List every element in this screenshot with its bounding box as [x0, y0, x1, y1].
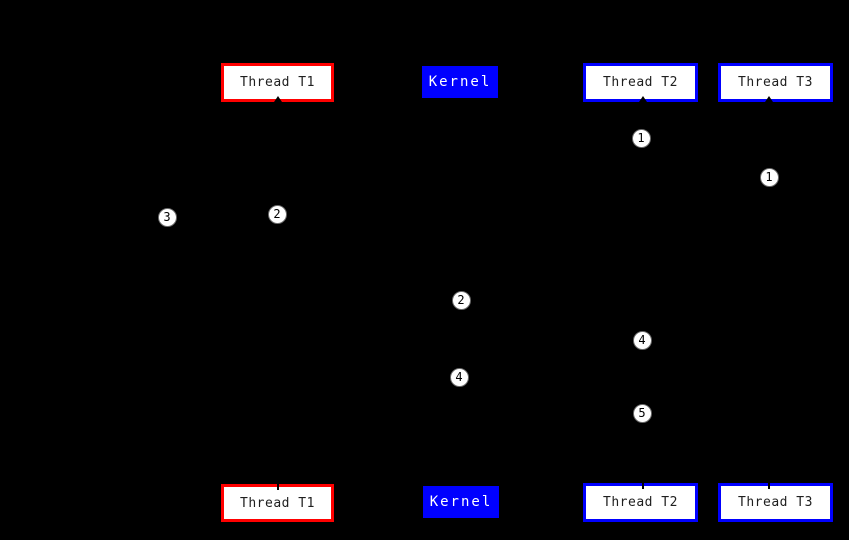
event-4-kernel-number: 4 — [455, 370, 463, 384]
thread-t2-top-lifeline-notch — [639, 96, 647, 102]
event-4-kernel-marker: 4 — [449, 367, 469, 387]
thread-t1-bottom-label: Thread T1 — [240, 495, 315, 511]
kernel-top-label: Kernel — [428, 74, 492, 90]
thread-t1-top-lifeline-notch — [274, 96, 282, 102]
thread-t3-bottom-label: Thread T3 — [738, 495, 813, 510]
event-1-thread-t2-marker: 1 — [631, 128, 651, 148]
thread-t3-top-box: Thread T3 — [718, 63, 833, 102]
event-2-thread-t1-marker: 2 — [267, 204, 287, 224]
thread-t3-top-label: Thread T3 — [738, 75, 813, 90]
kernel-bottom-box: Kernel — [423, 486, 499, 518]
event-3-left-number: 3 — [163, 210, 171, 224]
event-4-thread-t2-marker: 4 — [632, 330, 652, 350]
thread-t3-bottom-box: Thread T3 — [718, 483, 833, 522]
event-1-thread-t2-number: 1 — [637, 131, 645, 145]
event-5-thread-t2-number: 5 — [638, 406, 646, 420]
thread-t2-top-label: Thread T2 — [603, 75, 678, 90]
thread-t1-bottom-lifeline-notch — [277, 484, 279, 490]
event-1-thread-t3-number: 1 — [765, 170, 773, 184]
thread-t3-bottom-lifeline-notch — [768, 483, 770, 489]
event-2-kernel-marker: 2 — [451, 290, 471, 310]
event-4-thread-t2-number: 4 — [638, 333, 646, 347]
event-5-thread-t2-marker: 5 — [632, 403, 652, 423]
event-2-thread-t1-number: 2 — [273, 207, 281, 221]
thread-t1-top-label: Thread T1 — [240, 75, 315, 90]
event-1-thread-t3-marker: 1 — [759, 167, 779, 187]
thread-t1-top-box: Thread T1 — [221, 63, 334, 102]
thread-t3-top-lifeline-notch — [765, 96, 773, 102]
thread-t2-bottom-lifeline-notch — [642, 483, 644, 489]
thread-t2-bottom-label: Thread T2 — [603, 495, 678, 510]
thread-t2-bottom-box: Thread T2 — [583, 483, 698, 522]
kernel-top-box: Kernel — [422, 66, 498, 98]
event-2-kernel-number: 2 — [457, 293, 465, 307]
kernel-bottom-label: Kernel — [429, 494, 493, 510]
event-3-left-marker: 3 — [157, 207, 177, 227]
